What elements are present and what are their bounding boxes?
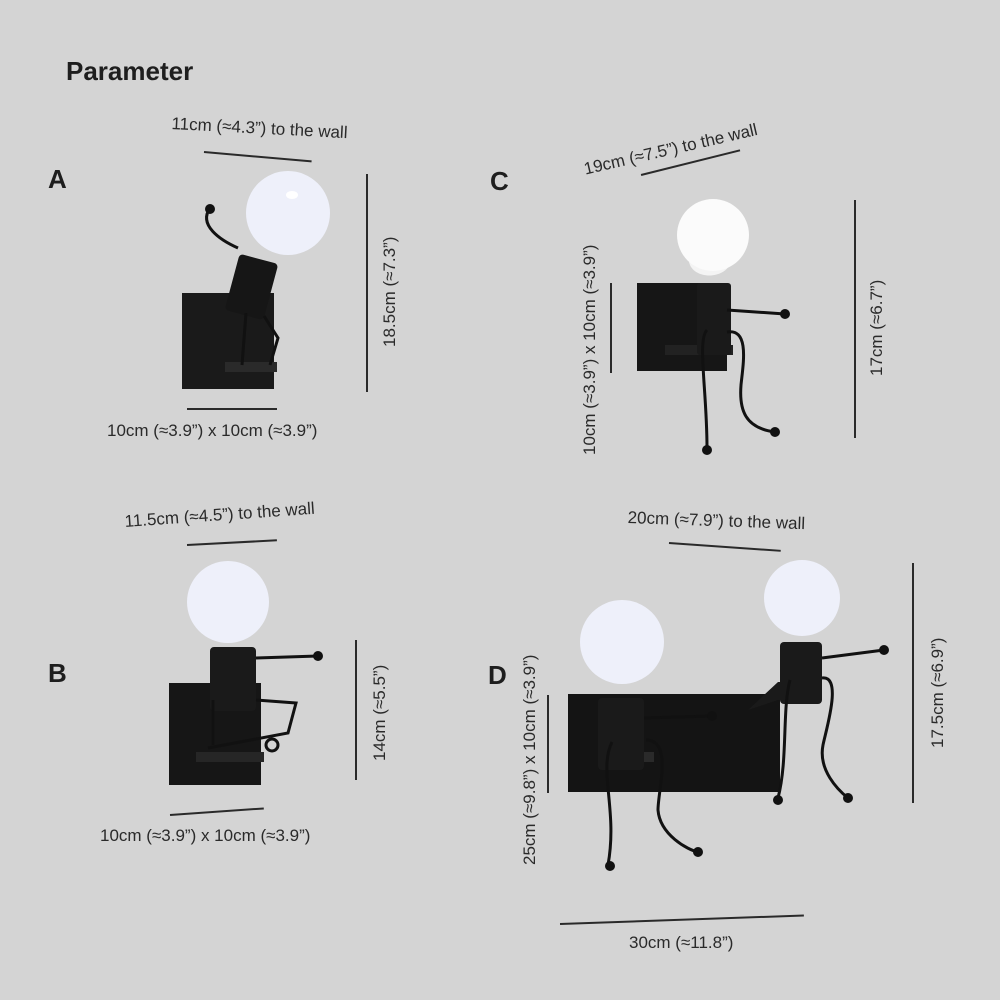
- lamp-b-image: [169, 561, 323, 785]
- lamp-a-image: [182, 171, 330, 389]
- variant-a-letter: A: [48, 164, 67, 194]
- variant-c-height-label: 17cm (≈6.7”): [867, 279, 886, 376]
- variant-b-depth-line: [186, 539, 277, 546]
- variant-b-height-label: 14cm (≈5.5”): [370, 664, 389, 761]
- variant-c-depth-label: 19cm (≈7.5”) to the wall: [582, 120, 760, 179]
- variant-b-height-line: [355, 640, 357, 780]
- variant-a-depth-line: [203, 151, 312, 162]
- variant-c-base-label: 10cm (≈3.9”) x 10cm (≈3.9”): [580, 244, 599, 455]
- variant-d-base-label: 25cm (≈9.8”) x 10cm (≈3.9”): [520, 654, 539, 865]
- variant-c-letter: C: [490, 166, 509, 196]
- variant-a-height-label: 18.5cm (≈7.3”): [380, 236, 399, 347]
- variant-d-depth-label: 20cm (≈7.9”) to the wall: [627, 508, 806, 534]
- variant-d-height-line: [912, 563, 914, 803]
- variant-d-width-line: [559, 914, 804, 925]
- variant-b-base-label: 10cm (≈3.9”) x 10cm (≈3.9”): [100, 826, 311, 845]
- variant-b-base-line: [169, 807, 264, 816]
- page-title: Parameter: [66, 56, 194, 86]
- variant-d-width-label: 30cm (≈11.8”): [629, 933, 734, 952]
- variant-d-height-label: 17.5cm (≈6.9”): [928, 637, 947, 748]
- variant-a-depth-label: 11cm (≈4.3”) to the wall: [171, 114, 349, 143]
- variant-c-base-line: [610, 283, 612, 373]
- variant-d-base-line: [547, 695, 549, 793]
- variant-b-depth-label: 11.5cm (≈4.5”) to the wall: [124, 498, 316, 531]
- variant-a-height-line: [366, 174, 368, 392]
- variant-d-depth-line: [668, 542, 781, 552]
- variant-b-letter: B: [48, 658, 67, 688]
- variant-a-base-label: 10cm (≈3.9”) x 10cm (≈3.9”): [107, 421, 318, 440]
- variant-a-base-line: [187, 408, 277, 410]
- variant-d-letter: D: [488, 660, 507, 690]
- lamp-d-image: [568, 560, 889, 871]
- variant-c-height-line: [854, 200, 856, 438]
- lamp-c-image: [637, 199, 790, 455]
